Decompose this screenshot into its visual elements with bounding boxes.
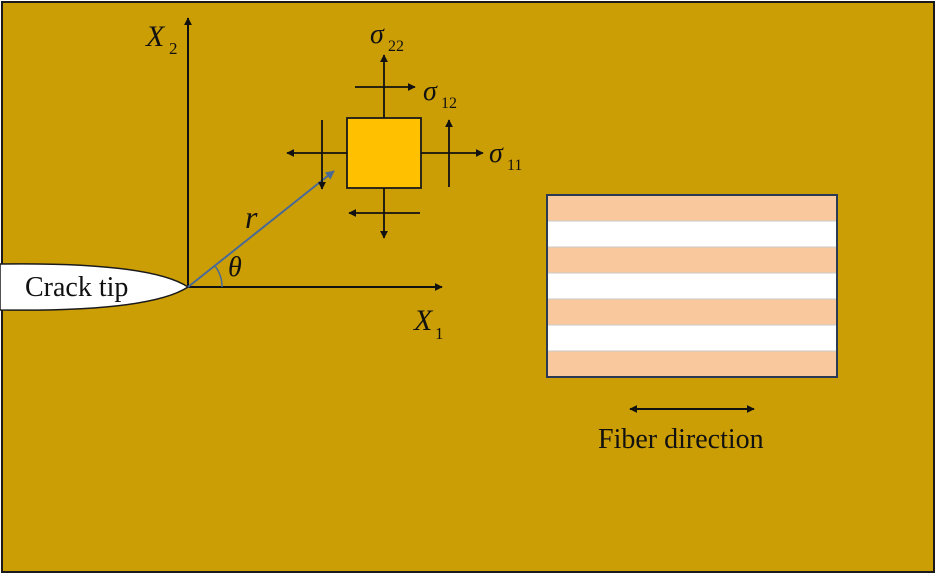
sigma11-subscript: 11	[507, 157, 522, 174]
fiber-direction-label: Fiber direction	[598, 424, 764, 455]
fiber-stripe	[547, 195, 837, 221]
fiber-stripe	[547, 299, 837, 325]
x2-axis-label: X	[145, 20, 166, 53]
theta-label: θ	[228, 252, 242, 283]
radius-label: r	[245, 199, 258, 235]
fiber-lamina	[546, 194, 838, 378]
x1-axis-subscript: 1	[435, 324, 444, 343]
sigma22-subscript: 22	[388, 38, 404, 55]
x1-axis-label: X	[413, 304, 434, 337]
x2-axis-subscript: 2	[169, 39, 178, 58]
theta-arc	[214, 265, 223, 288]
sigma12-label: σ	[423, 76, 438, 107]
sigma12-subscript: 12	[441, 95, 457, 112]
fiber-stripe	[547, 351, 837, 377]
crack-tip-shape	[0, 263, 190, 311]
sigma11-label: σ	[489, 138, 504, 169]
sigma22-label: σ	[370, 19, 385, 50]
stress-element	[346, 117, 422, 189]
radius-vector	[187, 170, 335, 288]
fiber-stripe	[547, 247, 837, 273]
crack-tip-label: Crack tip	[25, 272, 128, 303]
